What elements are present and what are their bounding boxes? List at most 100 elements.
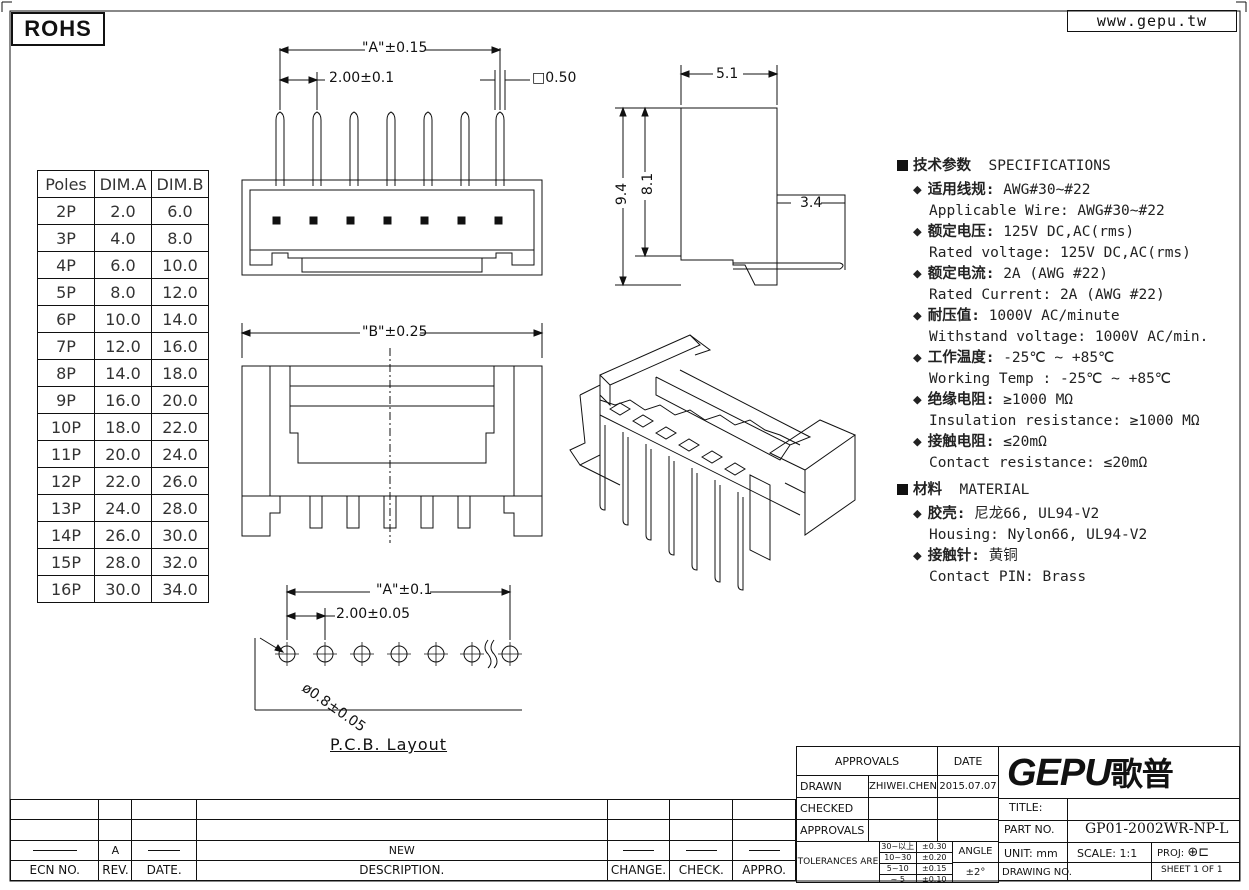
- spec-cn-label: 适用线规:: [927, 182, 995, 198]
- side-width-label: 5.1: [716, 66, 739, 82]
- revision-cell: NEW: [196, 839, 608, 861]
- diamond-bullet-icon: ◆: [913, 224, 922, 240]
- poles-cell: 14P: [37, 521, 95, 549]
- rohs-badge: ROHS: [11, 12, 105, 46]
- dim-b-label: "B"±0.25: [362, 324, 428, 340]
- spec-en-text: Contact PIN: Brass: [929, 569, 1087, 585]
- drawn-label: DRAWN: [796, 775, 869, 798]
- spec-en-text: Withstand voltage: 1000V AC/min.: [929, 329, 1209, 345]
- spec-en-text: Applicable Wire: AWG#30~#22: [929, 203, 1165, 219]
- poles-cell: 9P: [37, 386, 95, 414]
- pcb-a-label: "A"±0.1: [376, 582, 433, 598]
- tolerance-row: 10~30±0.20: [880, 853, 952, 864]
- poles-cell: 7P: [37, 332, 95, 360]
- poles-cell: 13P: [37, 494, 95, 522]
- poles-cell: 14.0: [151, 305, 209, 333]
- poles-cell: 10P: [37, 413, 95, 441]
- revision-cell: [9, 839, 100, 861]
- tolerance-value: ±0.30: [921, 842, 947, 852]
- tolerance-range: ~ 5: [880, 875, 917, 882]
- diamond-bullet-icon: ◆: [913, 308, 922, 324]
- poles-cell: 20.0: [151, 386, 209, 414]
- side-view-drawing: [615, 65, 846, 287]
- revision-cell: A: [98, 839, 133, 861]
- poles-cell: 2.0: [94, 197, 152, 225]
- poles-cell: 16.0: [151, 332, 209, 360]
- poles-cell: 30.0: [151, 521, 209, 549]
- angle-label: ANGLE: [953, 843, 998, 863]
- poles-cell: 2P: [37, 197, 95, 225]
- dim-a-label: "A"±0.15: [362, 40, 428, 56]
- diamond-bullet-icon: ◆: [913, 506, 922, 522]
- website-label: www.gepu.tw: [1067, 10, 1237, 32]
- spec-en-text: Contact resistance: ≤20mΩ: [929, 455, 1148, 471]
- revision-cell: [732, 839, 796, 861]
- poles-cell: 8P: [37, 359, 95, 387]
- tolerance-value: ±0.20: [921, 853, 947, 862]
- poles-cell: 10.0: [94, 305, 152, 333]
- poles-cell: 28.0: [94, 548, 152, 576]
- spec-item: ◆工作温度: -25℃ ~ +85℃: [913, 348, 1242, 369]
- pcb-layout-drawing: [254, 585, 522, 711]
- pcb-pitch-label: 2.00±0.05: [336, 606, 411, 622]
- spec-cn-value: 125V DC,AC(rms): [1003, 224, 1135, 240]
- poles-cell: 20.0: [94, 440, 152, 468]
- projection-icon: ⊕⊏: [1187, 845, 1210, 860]
- poles-cell: 34.0: [151, 575, 209, 603]
- spec-item: ◆额定电流: 2A (AWG #22): [913, 264, 1242, 285]
- spec-item: ◆接触针: 黄铜: [913, 546, 1242, 567]
- spec-en-text: Rated voltage: 125V DC,AC(rms): [929, 245, 1191, 261]
- poles-cell: 16.0: [94, 386, 152, 414]
- tolerance-value: ±0.15: [921, 864, 947, 873]
- unit-label: UNIT: mm: [1004, 847, 1058, 860]
- material-heading: 材料 MATERIAL: [897, 478, 1242, 499]
- poles-cell: 6.0: [151, 197, 209, 225]
- scale-value: 1:1: [1119, 847, 1138, 860]
- drawn-by: ZHIWEI.CHEN: [868, 775, 938, 798]
- poles-cell: 4P: [37, 251, 95, 279]
- poles-cell: 26.0: [94, 521, 152, 549]
- revision-header: DATE.: [131, 859, 197, 882]
- spec-cn-value: -25℃ ~ +85℃: [1003, 350, 1115, 366]
- diamond-bullet-icon: ◆: [913, 182, 922, 198]
- poles-cell: 12.0: [94, 332, 152, 360]
- spec-cn-value: ≤20mΩ: [1003, 434, 1047, 450]
- poles-cell: 12P: [37, 467, 95, 495]
- part-no-label: PART NO.: [1004, 823, 1055, 836]
- checked-label: CHECKED: [796, 797, 869, 820]
- gepu-logo: GEPU歌普: [1007, 752, 1174, 794]
- revision-header: CHANGE.: [606, 859, 671, 882]
- poles-cell: 26.0: [151, 467, 209, 495]
- poles-cell: 12.0: [151, 278, 209, 306]
- pcb-layout-title: P.C.B. Layout: [330, 735, 448, 754]
- spec-en-text: Insulation resistance: ≥1000 MΩ: [929, 413, 1200, 429]
- poles-cell: 3P: [37, 224, 95, 252]
- spec-cn-value: 尼龙66, UL94-V2: [974, 506, 1100, 522]
- revision-header: APPRO.: [732, 859, 796, 882]
- spec-item: ◆耐压值: 1000V AC/minute: [913, 306, 1242, 327]
- spec-heading: 技术参数 SPECIFICATIONS: [897, 154, 1242, 175]
- square-bullet-icon: [897, 484, 908, 495]
- spec-cn-label: 额定电流:: [927, 266, 995, 282]
- date-header: DATE: [937, 746, 999, 776]
- spec-item: ◆胶壳: 尼龙66, UL94-V2: [913, 504, 1242, 525]
- poles-cell: 6P: [37, 305, 95, 333]
- spec-cn-value: 1000V AC/minute: [988, 308, 1120, 324]
- drawn-date: 2015.07.07: [937, 775, 999, 798]
- poles-cell: 8.0: [151, 224, 209, 252]
- tolerance-row: 30~以上±0.30: [880, 842, 952, 853]
- angle-value: ±2°: [965, 867, 986, 878]
